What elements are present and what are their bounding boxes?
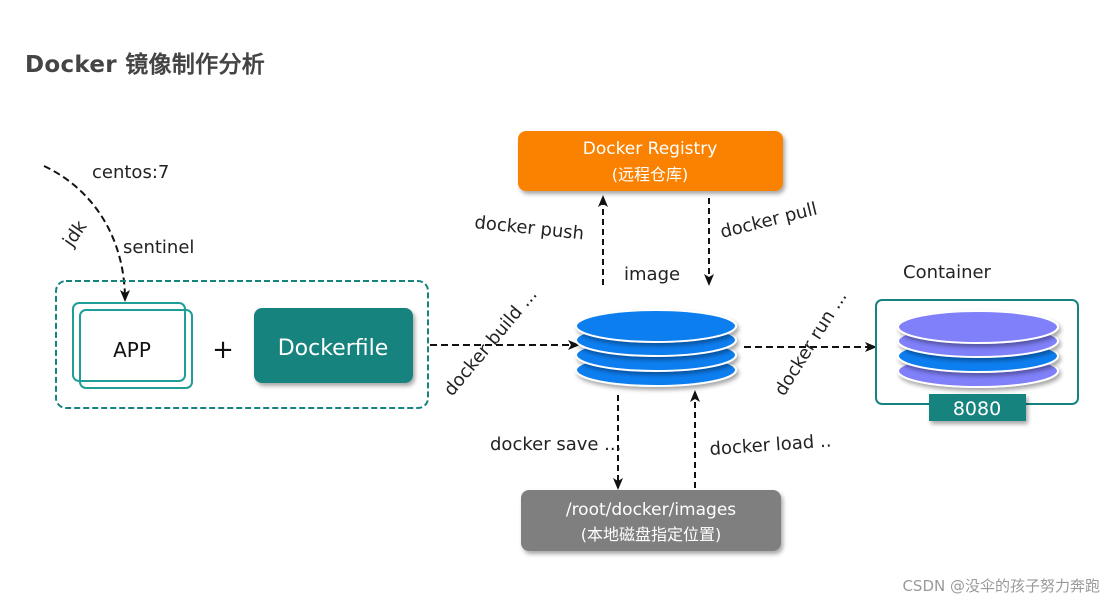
local-storage-subtitle: (本地磁盘指定位置) — [581, 525, 722, 544]
registry-subtitle: (远程仓库) — [612, 165, 689, 184]
dockerfile-label: Dockerfile — [278, 336, 389, 361]
watermark: CSDN @没伞的孩子努力奔跑 — [902, 577, 1100, 595]
dockerfile-box: Dockerfile — [254, 308, 413, 383]
app-label: APP — [113, 338, 151, 362]
plus-sign: + — [212, 335, 234, 365]
base-image-arrow — [43, 165, 130, 302]
label-docker-save: docker save ... — [490, 434, 621, 455]
local-storage-path: /root/docker/images — [566, 500, 736, 520]
port-badge: 8080 — [929, 394, 1026, 421]
label-docker-pull: docker pull — [718, 198, 819, 242]
registry-box: Docker Registry (远程仓库) — [518, 131, 783, 191]
label-centos: centos:7 — [92, 162, 169, 183]
registry-title: Docker Registry — [583, 139, 718, 159]
label-docker-load: docker load .. — [709, 431, 832, 460]
app-box: APP — [72, 302, 193, 389]
label-sentinel: sentinel — [123, 237, 194, 258]
label-docker-push: docker push — [473, 212, 585, 244]
container-stack-icon — [897, 310, 1059, 388]
label-container: Container — [903, 262, 992, 283]
label-image: image — [624, 264, 680, 285]
label-jdk: jdk — [58, 216, 92, 251]
port-label: 8080 — [953, 398, 1001, 420]
page-title: Docker 镜像制作分析 — [25, 52, 266, 78]
build-context-group — [55, 280, 429, 409]
disk-layer — [575, 309, 737, 343]
disk-layer — [897, 310, 1059, 344]
image-stack-icon — [575, 309, 737, 387]
label-docker-build: docker build ... — [440, 284, 542, 400]
local-storage-box: /root/docker/images (本地磁盘指定位置) — [521, 490, 781, 551]
label-docker-run: docker run ... — [770, 287, 851, 399]
